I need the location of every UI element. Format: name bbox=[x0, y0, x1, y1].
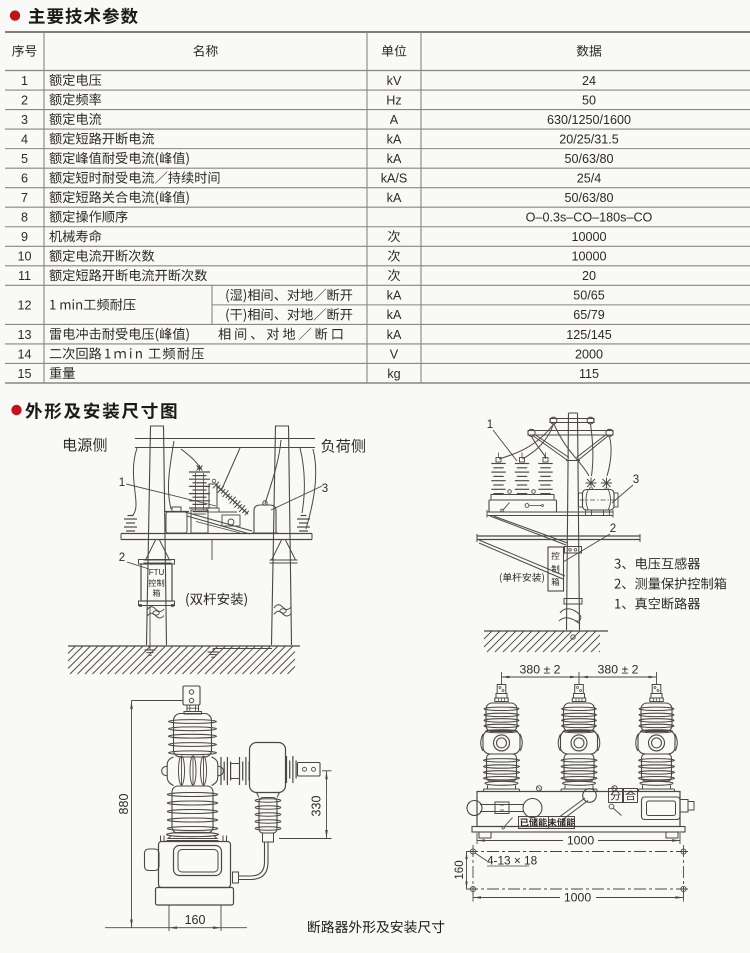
svg-text:380 ± 2: 380 ± 2 bbox=[520, 663, 561, 677]
svg-text:5: 5 bbox=[21, 152, 28, 166]
svg-text:2: 2 bbox=[21, 93, 28, 107]
svg-text:65/79: 65/79 bbox=[573, 308, 605, 322]
svg-text:50/63/80: 50/63/80 bbox=[564, 191, 613, 205]
svg-text:1000: 1000 bbox=[567, 834, 595, 848]
svg-text:14: 14 bbox=[17, 347, 31, 361]
svg-text:160: 160 bbox=[185, 913, 206, 927]
svg-text:50/63/80: 50/63/80 bbox=[564, 152, 613, 166]
svg-text:380 ± 2: 380 ± 2 bbox=[598, 663, 639, 677]
svg-text:kV: kV bbox=[387, 74, 402, 88]
svg-text:8: 8 bbox=[21, 211, 28, 225]
svg-text:V: V bbox=[390, 347, 399, 361]
svg-text:3: 3 bbox=[21, 113, 28, 127]
svg-text:160: 160 bbox=[454, 860, 466, 879]
svg-text:Hz: Hz bbox=[386, 93, 401, 107]
svg-text:10000: 10000 bbox=[571, 230, 606, 244]
svg-text:630/1250/1600: 630/1250/1600 bbox=[547, 113, 631, 127]
svg-text:125/145: 125/145 bbox=[566, 328, 612, 342]
svg-text:1: 1 bbox=[119, 477, 125, 489]
svg-text:kA: kA bbox=[387, 328, 402, 342]
svg-text:kA: kA bbox=[387, 308, 402, 322]
svg-text:9: 9 bbox=[21, 230, 28, 244]
svg-text:6: 6 bbox=[21, 172, 28, 186]
svg-text:kA: kA bbox=[387, 289, 402, 303]
svg-text:12: 12 bbox=[17, 299, 31, 313]
svg-text:2000: 2000 bbox=[575, 347, 603, 361]
svg-text:50: 50 bbox=[582, 93, 596, 107]
svg-text:24: 24 bbox=[582, 74, 596, 88]
svg-text:1: 1 bbox=[487, 419, 493, 431]
svg-text:3: 3 bbox=[633, 474, 639, 486]
svg-text:1000: 1000 bbox=[564, 891, 592, 905]
svg-text:4-13 × 18: 4-13 × 18 bbox=[487, 854, 538, 868]
svg-text:4: 4 bbox=[21, 133, 28, 147]
svg-text:20: 20 bbox=[582, 269, 596, 283]
svg-text:kg: kg bbox=[387, 367, 400, 381]
svg-text:20/25/31.5: 20/25/31.5 bbox=[559, 133, 619, 147]
svg-text:2: 2 bbox=[119, 552, 125, 564]
svg-text:880: 880 bbox=[117, 794, 131, 815]
svg-text:kA/S: kA/S bbox=[381, 172, 408, 186]
svg-text:50/65: 50/65 bbox=[573, 289, 605, 303]
svg-text:kA: kA bbox=[387, 133, 402, 147]
svg-text:3: 3 bbox=[322, 483, 328, 495]
svg-text:A: A bbox=[390, 113, 399, 127]
svg-text:25/4: 25/4 bbox=[577, 172, 602, 186]
svg-text:kA: kA bbox=[387, 152, 402, 166]
svg-text:O–0.3s–CO–180s–CO: O–0.3s–CO–180s–CO bbox=[526, 211, 653, 225]
svg-text:15: 15 bbox=[17, 367, 31, 381]
svg-text:1: 1 bbox=[21, 74, 28, 88]
svg-text:7: 7 bbox=[21, 191, 28, 205]
svg-text:11: 11 bbox=[18, 269, 31, 283]
svg-text:2: 2 bbox=[610, 523, 616, 535]
svg-text:330: 330 bbox=[310, 796, 324, 817]
svg-text:13: 13 bbox=[17, 328, 31, 342]
svg-text:115: 115 bbox=[579, 367, 599, 381]
svg-text:10: 10 bbox=[17, 250, 31, 264]
svg-text:kA: kA bbox=[387, 191, 402, 205]
svg-text:FTU: FTU bbox=[149, 568, 165, 577]
svg-text:10000: 10000 bbox=[571, 250, 606, 264]
